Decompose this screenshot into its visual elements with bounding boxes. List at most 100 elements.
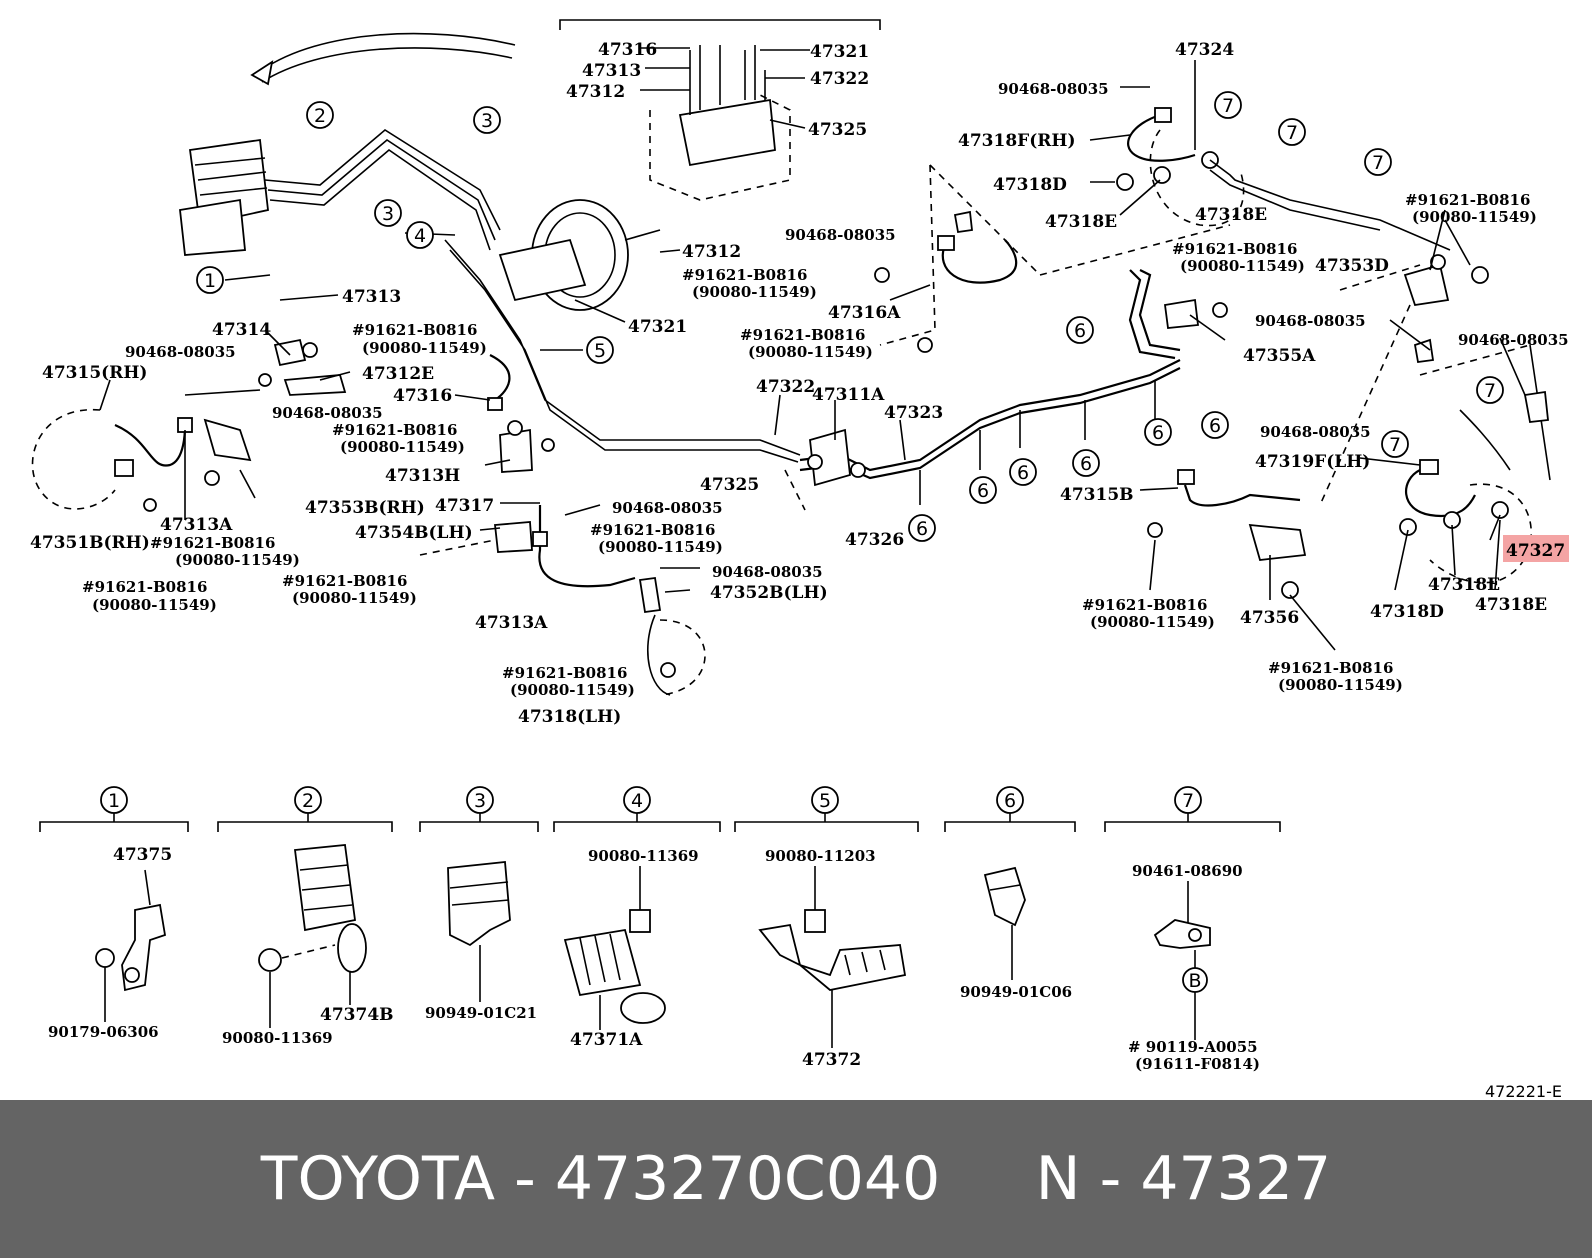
master-cylinder-assembly [179,32,801,463]
part-label: 47353B(RH) [305,498,425,518]
part-label: 90468-08035 [1260,423,1371,441]
part-label: 90468-08035 [712,563,823,581]
detail-panel-7: 7 90461-08690 B # 90119-A0055 (91611-F08… [1104,786,1281,1073]
part-label: 47318E [1428,575,1500,595]
part-label: 47321 [628,317,687,337]
part-label: (90080-11549) [1180,257,1305,275]
figure-code: 472221-E [1485,1082,1562,1100]
marker-6: 6 [1017,462,1029,484]
marker-7: 7 [1372,152,1384,174]
marker-B: B [1188,970,1201,992]
part-label: #91621-B0816 [352,321,477,339]
part-label: 47313A [475,613,548,633]
part-label: 47318E [1475,595,1547,615]
part-label: 47322 [756,377,815,397]
part-label: #91621-B0816 [682,266,807,284]
part-label: (90080-11549) [692,283,817,301]
marker-6: 6 [1209,415,1221,437]
part-label: 47313A [160,515,233,535]
part-label: 47315(RH) [42,363,147,383]
part-label: 90468-08035 [785,226,896,244]
part-label: (90080-11549) [292,589,417,607]
part-label: 90949-01C21 [425,1004,537,1022]
part-label: 47371A [570,1030,643,1050]
center-left-parts [258,338,706,696]
part-label: 47323 [884,403,943,423]
marker-1: 1 [204,270,216,292]
front-right-wheel-area [31,389,261,520]
part-label: 47318E [1045,212,1117,232]
marker-1: 1 [108,790,120,812]
part-label: (90080-11549) [340,438,465,456]
detail-panel-1: 1 47375 90179-06306 [39,786,189,1041]
part-label: 90080-11203 [765,847,876,865]
part-label: (90080-11549) [362,339,487,357]
part-label: (90080-11549) [510,681,635,699]
highlighted-part-label: 47327 [1506,541,1565,561]
marker-4: 4 [631,790,643,812]
marker-7: 7 [1222,95,1234,117]
part-label: 47312 [566,82,625,102]
part-label: 47318E [1195,205,1267,225]
leader-lines [99,47,1526,651]
part-label: (90080-11549) [598,538,723,556]
part-label: (90080-11549) [1278,676,1403,694]
part-label: 47318D [1370,602,1444,622]
marker-3: 3 [481,110,493,132]
part-label: 90468-08035 [1458,331,1569,349]
part-label: 47326 [845,530,904,550]
part-label: 90080-11369 [222,1029,333,1047]
part-label: 90080-11369 [588,847,699,865]
part-title: TOYOTA - 473270C040 N - 47327 [260,1144,1332,1214]
part-label: 47313 [582,61,641,81]
part-label: # 90119-A0055 [1128,1038,1258,1056]
part-label: #91621-B0816 [150,534,275,552]
part-label: (90080-11549) [748,343,873,361]
marker-3: 3 [382,203,394,225]
marker-7: 7 [1286,122,1298,144]
part-label: #91621-B0816 [1082,596,1207,614]
detail-panel-3: 3 90949-01C21 [419,786,539,1022]
part-label: 90949-01C06 [960,983,1072,1001]
part-label: 47325 [700,475,759,495]
part-label: (90080-11549) [175,551,300,569]
part-labels: 47316 47313 47312 47321 47322 47325 4731… [30,40,1569,727]
part-label: 47353D [1315,256,1389,276]
part-label: #91621-B0816 [1268,659,1393,677]
part-label: 47316A [828,303,901,323]
part-label: 47317 [435,496,494,516]
part-label: (90080-11549) [1412,208,1537,226]
marker-5: 5 [819,790,831,812]
part-label: 47374B [320,1005,394,1025]
part-label: 90179-06306 [48,1023,159,1041]
marker-3: 3 [474,790,486,812]
footer-bar: TOYOTA - 473270C040 N - 47327 [0,1100,1592,1258]
marker-6: 6 [977,480,989,502]
part-label: 90468-08035 [612,499,723,517]
marker-7: 7 [1389,434,1401,456]
part-label: 47318D [993,175,1067,195]
marker-6: 6 [1152,422,1164,444]
part-label: 90468-08035 [1255,312,1366,330]
marker-2: 2 [302,790,314,812]
part-label: 47375 [113,845,172,865]
part-label: #91621-B0816 [82,578,207,596]
part-label: (90080-11549) [92,596,217,614]
junction-block [809,428,851,487]
part-label: 47313 [342,287,401,307]
part-label: 47316 [598,40,657,60]
direction-arrow-icon [250,60,274,86]
detail-panel-5: 5 90080-11203 47372 [734,786,919,1070]
rear-right-area [1039,107,1531,506]
marker-7: 7 [1484,380,1496,402]
part-label: 47312 [682,242,741,262]
part-label: 47372 [802,1050,861,1070]
detail-panel-6: 6 90949-01C06 [944,786,1076,1001]
brake-line-diagram: 2 3 3 4 1 5 6 6 6 6 6 6 6 7 7 7 7 7 4731… [30,19,1569,1100]
part-label: 90468-08035 [272,404,383,422]
part-label: (91611-F0814) [1135,1055,1260,1073]
marker-6: 6 [1074,320,1086,342]
part-label: 47319F(LH) [1255,452,1370,472]
marker-6: 6 [1080,453,1092,475]
part-label: 47312E [362,364,434,384]
